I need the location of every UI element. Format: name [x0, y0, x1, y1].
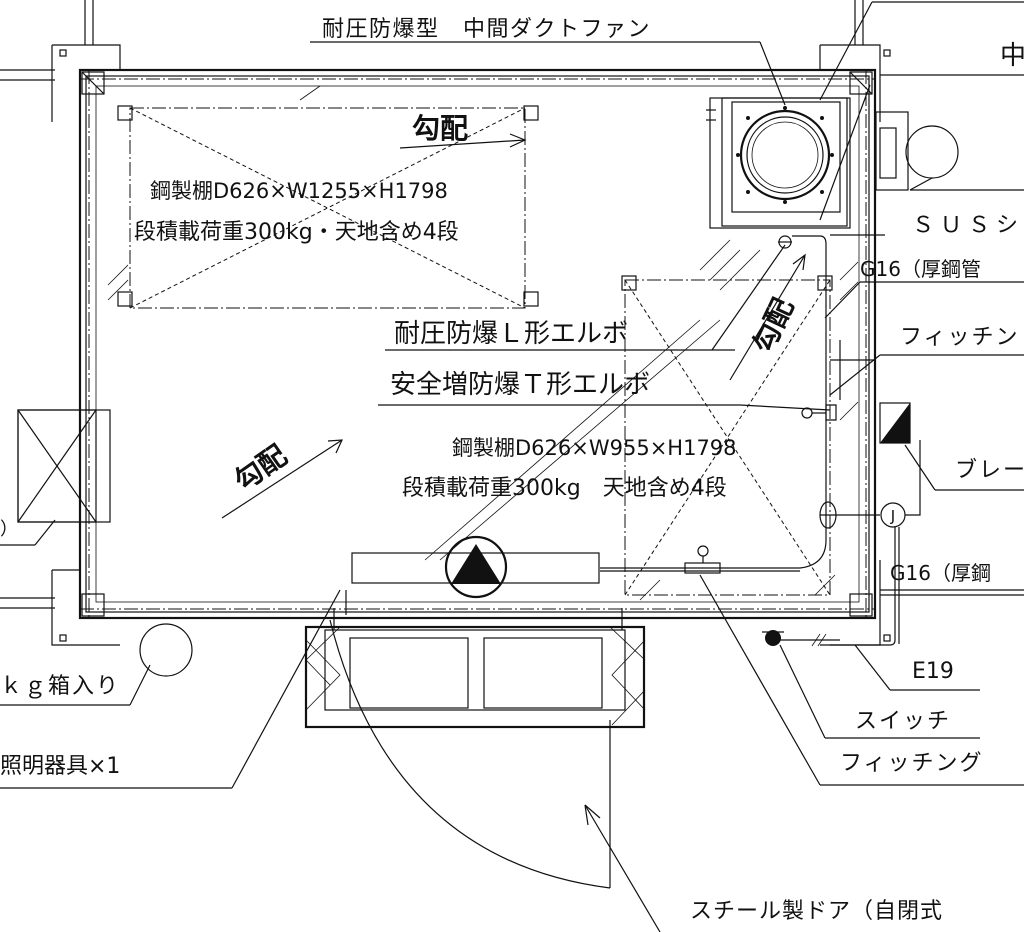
labels: 耐圧防爆型 中間ダクトファン 中 鋼製棚D626×W1255×H1798 段積載… [0, 17, 1024, 924]
fitting-top-label: フィッチン [900, 325, 1020, 350]
shelf2-load-label: 段積載荷重300kg 天地含め4段 [402, 476, 727, 501]
duct-fan-icon [706, 97, 851, 249]
shelf1-dims-label: 鋼製棚D626×W1255×H1798 [150, 179, 448, 203]
switch-label: スイッチ [855, 709, 951, 734]
e19-label: E19 [912, 659, 954, 684]
elbow-t-label: 安全増防爆Ｔ形エルボ [390, 370, 650, 400]
slope-label-1: 勾配 [412, 112, 468, 145]
lighting-fixture [345, 535, 600, 615]
switch-icon [762, 630, 784, 646]
junction-box: J [880, 502, 906, 528]
sus-label: ＳＵＳシ [912, 213, 1024, 238]
slope-label-2: 勾配 [228, 439, 293, 498]
left-paren-label: ） [0, 519, 18, 540]
slope-label-3: 勾配 [746, 293, 800, 358]
slope-arrows [221, 133, 806, 519]
sus-fixture [875, 111, 959, 191]
wall-hatching [107, 85, 859, 601]
room-walls [78, 68, 877, 620]
shelf-1 [117, 105, 539, 309]
wall-unit [17, 409, 111, 523]
fitting-bottom-label: フィッチング [840, 751, 984, 776]
elbow-l-label: 耐圧防爆Ｌ形エルボ [394, 319, 628, 349]
door-label: スチール製ドア（自閉式 [690, 899, 943, 924]
entrance-step [304, 608, 646, 729]
junction-label: J [890, 507, 895, 525]
box-label: ｋｇ箱入り [0, 674, 120, 699]
conduit-lines [600, 235, 921, 647]
grid-lines [0, 0, 1024, 609]
g16-top-label: G16（厚鋼管 [860, 257, 981, 281]
column-bases [51, 44, 891, 646]
breaker-icon [879, 402, 911, 444]
lighting-label: 照明器具×1 [0, 754, 120, 779]
box-fixture [139, 623, 193, 677]
t-elbow-fitting [684, 545, 721, 574]
g16-bottom-label: G16（厚鋼 [890, 561, 991, 585]
door-swing [329, 619, 611, 889]
breaker-label: ブレー [955, 458, 1024, 483]
shelf2-dims-label: 鋼製棚D626×W955×H1798 [452, 436, 737, 460]
duct-fan-label: 耐圧防爆型 中間ダクトファン [322, 17, 651, 42]
shelf1-load-label: 段積載荷重300kg・天地含め4段 [134, 220, 459, 245]
top-right-label: 中 [1000, 41, 1024, 71]
shelf-2 [621, 275, 833, 596]
